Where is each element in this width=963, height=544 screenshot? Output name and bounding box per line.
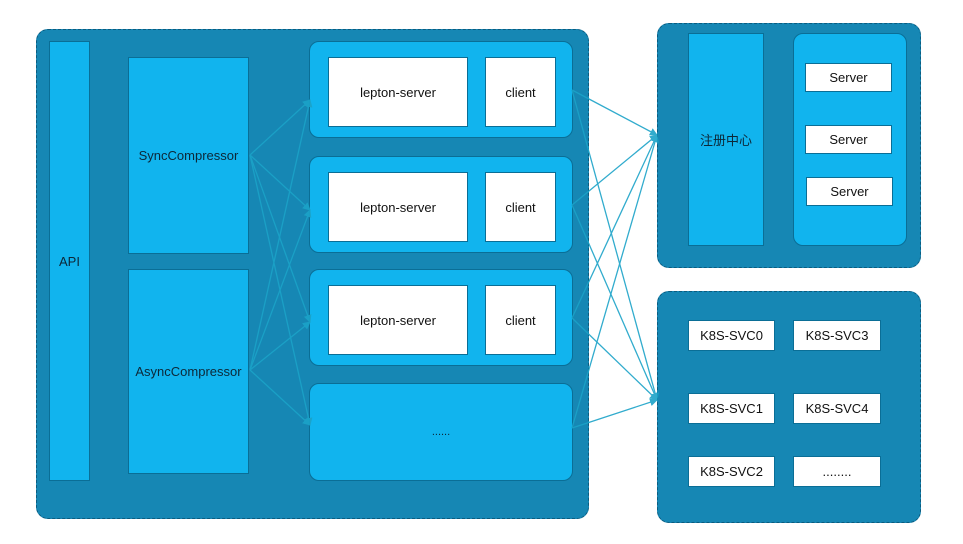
k8s-svc2-label: K8S-SVC2 <box>700 464 763 479</box>
sync-compressor-box: SyncCompressor <box>128 57 249 254</box>
k8s-svc4-label: K8S-SVC4 <box>805 401 869 416</box>
server-box-3: Server <box>806 177 893 206</box>
client-label-1: client <box>505 84 536 100</box>
k8s-more-label: ........ <box>822 464 852 479</box>
server-box-2: Server <box>805 125 892 154</box>
more-label: ...... <box>431 426 451 438</box>
client-box-1: client <box>485 57 556 127</box>
api-label: API <box>59 253 80 269</box>
k8s-more-box: ........ <box>793 456 881 487</box>
lepton-server-label-2: lepton-server <box>360 199 436 215</box>
client-label-3: client <box>505 312 536 328</box>
server-label-1: Server <box>829 70 868 85</box>
k8s-svc2-box: K8S-SVC2 <box>688 456 775 487</box>
k8s-svc0-label: K8S-SVC0 <box>700 328 763 343</box>
k8s-svc1-label: K8S-SVC1 <box>700 401 763 416</box>
server-label-3: Server <box>830 184 869 199</box>
server-label-2: Server <box>829 132 868 147</box>
registry-center-box: 注册中心 <box>688 33 764 246</box>
api-box: API <box>49 41 90 481</box>
lepton-server-box-2: lepton-server <box>328 172 468 242</box>
k8s-svc3-box: K8S-SVC3 <box>793 320 881 351</box>
lepton-server-box-3: lepton-server <box>328 285 468 355</box>
server-box-1: Server <box>805 63 892 92</box>
more-row: ...... <box>309 383 573 481</box>
client-label-2: client <box>505 199 536 215</box>
k8s-svc0-box: K8S-SVC0 <box>688 320 775 351</box>
async-compressor-box: AsyncCompressor <box>128 269 249 474</box>
k8s-svc1-box: K8S-SVC1 <box>688 393 775 424</box>
sync-compressor-label: SyncCompressor <box>138 148 239 163</box>
client-box-2: client <box>485 172 556 242</box>
lepton-server-label-3: lepton-server <box>360 312 436 328</box>
async-compressor-label: AsyncCompressor <box>135 364 242 379</box>
lepton-server-label-1: lepton-server <box>360 84 436 100</box>
k8s-svc4-box: K8S-SVC4 <box>793 393 881 424</box>
k8s-svc3-label: K8S-SVC3 <box>805 328 869 343</box>
client-box-3: client <box>485 285 556 355</box>
registry-center-label: 注册中心 <box>699 133 752 148</box>
lepton-server-box-1: lepton-server <box>328 57 468 127</box>
